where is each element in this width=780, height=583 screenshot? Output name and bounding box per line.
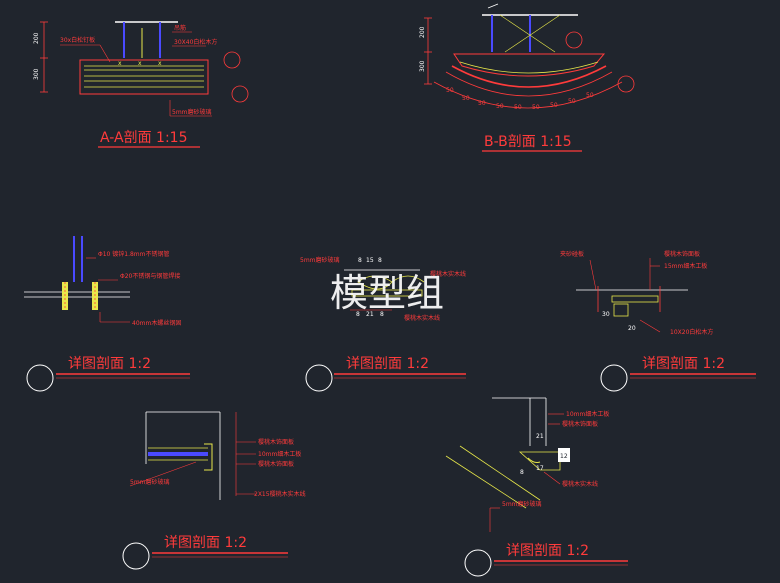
d4-label-4: 5mm磨砂玻璃 [130,478,170,486]
section-bb: 200 300 50 50 50 50 50 50 50 50 50 B-B剖面… [419,3,635,152]
aa-label-3: 30X40白松木方 [174,38,217,46]
d5-label-3: 樱桃木实木线 [562,480,598,488]
d1-label-1: Φ10 镀锌1.8mm不锈钢管 [98,250,170,258]
d2-dim-3: 8 [378,257,382,264]
bb-arc-dim: 50 [462,95,470,102]
bb-arc-dim: 50 [586,92,594,99]
bb-arc-dim: 50 [550,102,558,109]
d3-label-3: 15mm细木工板 [664,262,707,270]
d2-label-3: 樱桃木实木线 [404,314,440,322]
d1-label-2: Φ20不锈钢与钢管焊接 [120,272,180,280]
d5-dim-1: 21 [536,433,544,440]
aa-dim-2: 300 [33,68,40,80]
d5-label-2: 樱桃木饰面板 [562,420,598,428]
aa-title: A-A剖面 1:15 [100,130,187,146]
bb-dim-2: 300 [419,60,426,72]
d4-title: 详图剖面 1:2 [164,535,247,551]
d3-dim-1: 30 [602,311,610,318]
d3-label-4: 10X20白松木方 [670,328,713,336]
bb-dim-1: 200 [419,26,426,38]
d2-dim-4: 8 [356,311,360,318]
d2-label-2: 樱桃木实木线 [430,270,466,278]
bb-title: B-B剖面 1:15 [484,134,572,150]
d3-label-1: 夹砂碰板 [560,250,584,258]
d1-title: 详图剖面 1:2 [68,356,151,372]
d2-dim-2: 15 [366,257,374,264]
d2-dim-1: 8 [358,257,362,264]
d5-dim-2: 12 [560,453,568,460]
detail-4: 樱桃木饰面板 10mm细木工板 樱桃木饰面板 5mm磨砂玻璃 2X15樱桃木实木… [122,411,306,570]
bb-arc-dim: 50 [478,100,486,107]
section-aa: 200 300 x x x 30x白松钉板 吊筋 30X40白松木方 5mm磨砂… [33,21,249,148]
detail-5: 10mm细木工板 樱桃木饰面板 樱桃木实木线 5mm磨砂玻璃 21 12 17 … [445,397,628,577]
aa-label-1: 30x白松钉板 [60,36,95,44]
detail-2: 5mm磨砂玻璃 8 15 8 樱桃木实木线 8 21 8 樱桃木实木线 详图剖面… [300,256,466,392]
d2-label-1: 5mm磨砂玻璃 [300,256,340,264]
aa-dim-1: 200 [33,32,40,44]
d5-label-4: 5mm磨砂玻璃 [502,500,542,508]
d2-dim-5: 21 [366,311,374,318]
watermark: 模型组 [330,271,444,315]
aa-label-4: 5mm磨砂玻璃 [172,108,212,116]
d3-dim-2: 20 [628,325,636,332]
aa-label-2: 吊筋 [174,24,186,32]
d5-dim-3: 17 [536,465,544,472]
bb-arc-dims: 50 50 50 50 50 50 50 50 50 [446,87,594,111]
bb-arc-dim: 50 [446,87,454,94]
d1-label-3: 40mm木螺丝钢固 [132,319,181,327]
d4-label-5: 2X15樱桃木实木线 [254,490,306,498]
svg-text:x: x [118,60,122,67]
bb-arc-dim: 50 [532,104,540,111]
d3-title: 详图剖面 1:2 [642,356,725,372]
detail-3: 夹砂碰板 樱桃木饰面板 15mm细木工板 10X20白松木方 30 20 详图剖… [560,250,756,392]
d5-label-1: 10mm细木工板 [566,410,609,418]
bb-arc-dim: 50 [496,103,504,110]
d5-title: 详图剖面 1:2 [506,543,589,559]
svg-text:x: x [138,60,142,67]
detail-1: Φ10 镀锌1.8mm不锈钢管 Φ20不锈钢与钢管焊接 40mm木螺丝钢固 详图… [24,236,190,392]
d2-dim-6: 8 [380,311,384,318]
d2-title: 详图剖面 1:2 [346,356,429,372]
d4-label-2: 10mm细木工板 [258,450,301,458]
d5-dim-4: 8 [520,469,524,476]
d4-label-3: 樱桃木饰面板 [258,460,294,468]
bb-arc-dim: 50 [514,104,522,111]
d4-label-1: 樱桃木饰面板 [258,438,294,446]
d3-label-2: 樱桃木饰面板 [664,250,700,258]
bb-arc-dim: 50 [568,98,576,105]
svg-text:x: x [158,60,162,67]
